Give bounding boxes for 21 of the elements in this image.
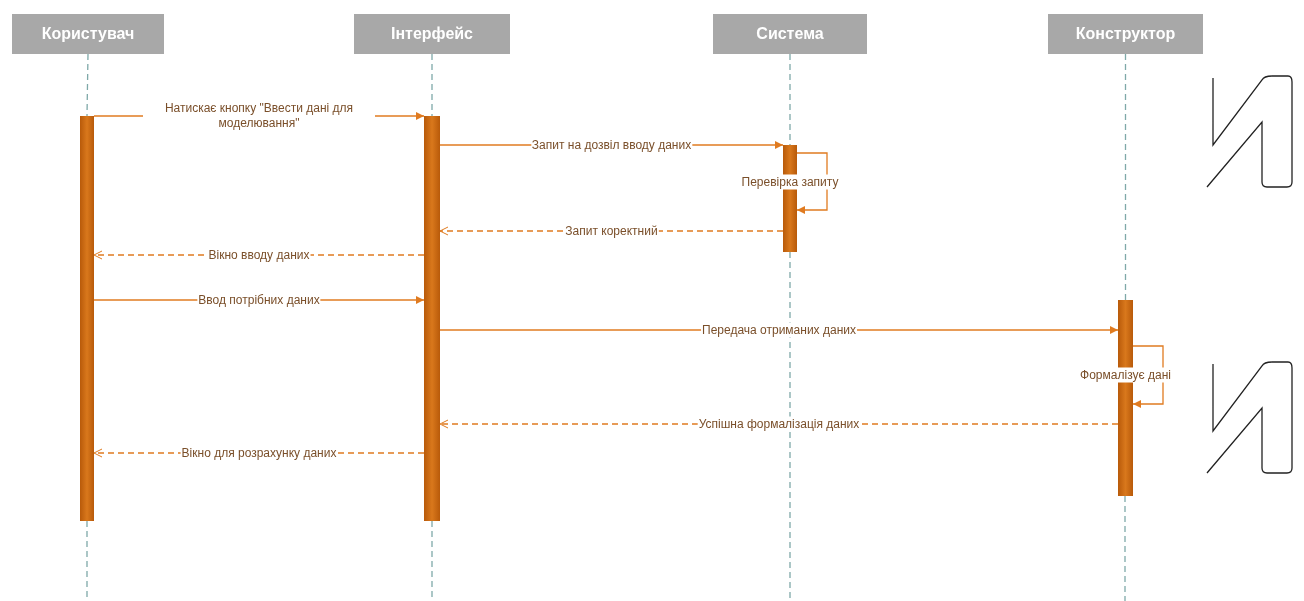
edge-label: Ввод потрібних даних xyxy=(197,292,321,308)
edge-label: Натискає кнопку "Ввести дані для моделювання" xyxy=(143,101,375,131)
activation-bar xyxy=(424,116,440,521)
lifeline xyxy=(431,53,433,117)
participant-box: Система xyxy=(713,14,867,54)
participant-box: Конструктор xyxy=(1048,14,1203,54)
self-message-arrow xyxy=(796,152,828,214)
edge-label: Вікно вводу даних xyxy=(207,247,311,263)
participant-box: Користувач xyxy=(12,14,164,54)
lifeline xyxy=(1124,53,1127,301)
edge-label: Перевірка запиту xyxy=(740,174,840,189)
edge-label: Запит на дозвіл вводу даних xyxy=(530,137,693,153)
lifeline xyxy=(789,53,791,146)
edge-label: Успішна формалізація даних xyxy=(697,416,861,432)
edge-label: Вікно для розрахунку даних xyxy=(180,445,338,461)
edge-label: Запит коректний xyxy=(564,223,659,239)
activation-bar xyxy=(80,116,94,521)
lifeline xyxy=(86,53,89,117)
edge-label: Формалізує дані xyxy=(1079,367,1172,383)
participant-box: Інтерфейс xyxy=(354,14,510,54)
edge-label: Передача отриманих даних xyxy=(701,322,857,338)
